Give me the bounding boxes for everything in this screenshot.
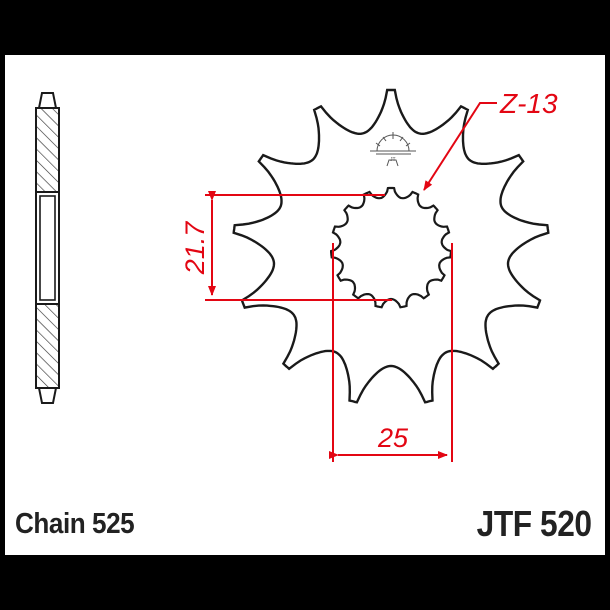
dimension-bore-width <box>329 243 453 462</box>
dimension-spline-height <box>205 191 392 301</box>
chain-size-label: Chain 525 <box>15 508 135 540</box>
teeth-count-leader <box>423 102 497 191</box>
side-profile <box>35 92 60 404</box>
manufacturer-logo-icon: JT <box>370 132 416 167</box>
teeth-count-label: Z-13 <box>499 88 558 119</box>
dimension-label-spline-height: 21.7 <box>180 221 210 276</box>
svg-text:JT: JT <box>390 157 396 163</box>
part-number-label: JTF 520 <box>477 503 592 544</box>
dimension-label-bore-width: 25 <box>377 423 409 453</box>
